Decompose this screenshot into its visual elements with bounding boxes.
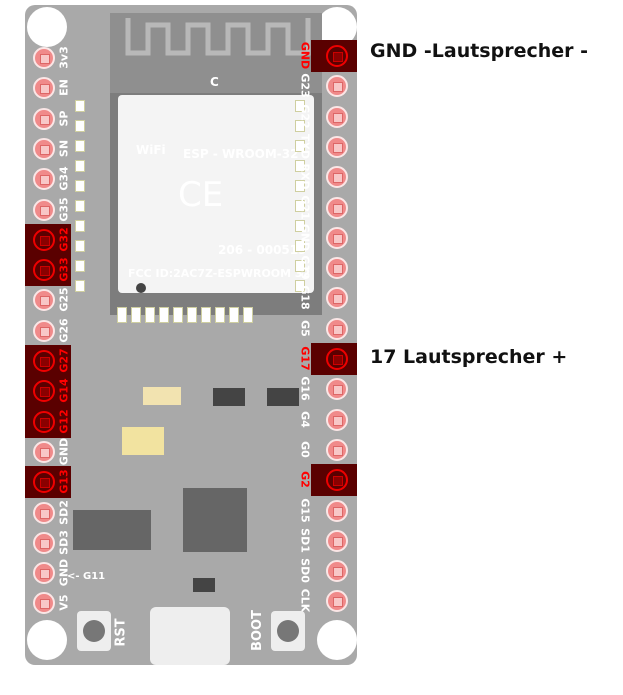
g17-speaker-annotation: 17 Lautsprecher +: [370, 346, 568, 368]
pin-right-txd[interactable]: [326, 135, 348, 158]
pin-right-g5[interactable]: [326, 317, 348, 340]
voltage-regulator: [73, 510, 151, 550]
module-pad: [295, 200, 305, 212]
module-pad: [75, 120, 85, 132]
module-pad: [75, 140, 85, 152]
pin-right-g0[interactable]: [326, 438, 348, 461]
wifi-logo: WiFi: [136, 143, 166, 157]
pin-right-g22[interactable]: [326, 105, 348, 128]
pin-right-gnd[interactable]: [326, 45, 348, 67]
pin-left-g32[interactable]: [33, 228, 55, 251]
transistor: [213, 388, 245, 406]
rst-button[interactable]: [77, 611, 111, 651]
module-pad: [173, 307, 183, 323]
pin-right-g2[interactable]: [326, 469, 348, 492]
gnd-speaker-annotation: GND -Lautsprecher -: [370, 40, 589, 62]
module-fcc: FCC ID:2AC7Z-ESPWROOM 32: [128, 267, 311, 280]
pin-left-en[interactable]: [33, 77, 55, 100]
pin-left-g35[interactable]: [33, 198, 55, 221]
pin-left-g26[interactable]: [33, 319, 55, 342]
pin-left-sn[interactable]: [33, 137, 55, 160]
pin-right-g23[interactable]: [326, 75, 348, 98]
pin-right-g17[interactable]: [326, 348, 348, 370]
pin-left-sp[interactable]: [33, 107, 55, 130]
module-pad: [201, 307, 211, 323]
pin-label: V5: [57, 594, 71, 611]
capacitor: [122, 427, 164, 455]
mount-hole: [317, 620, 357, 660]
pin-right-g18[interactable]: [326, 287, 348, 310]
pin-left-g13[interactable]: [33, 471, 55, 494]
module-cert: 206 - 000519: [218, 243, 307, 257]
module-pad: [75, 160, 85, 172]
mount-hole: [27, 7, 67, 47]
pin-right-gnd[interactable]: [326, 226, 348, 249]
pin-left-g12[interactable]: [33, 410, 55, 433]
module-pad: [243, 307, 253, 323]
module-pad: [75, 180, 85, 192]
boot-button[interactable]: [271, 611, 305, 651]
usb-uart-chip: [183, 488, 247, 552]
pin-right-g19[interactable]: [326, 257, 348, 280]
pin-left-3v3[interactable]: [33, 47, 55, 69]
module-pad: [295, 120, 305, 132]
pin-left-gnd[interactable]: [33, 562, 55, 585]
module-pad: [295, 260, 305, 272]
module-pad: [75, 200, 85, 212]
module-pad: [295, 180, 305, 192]
esp-wroom-module: WiFi ESP - WROOM-32 CE 206 - 000519 FCC …: [118, 95, 314, 293]
pin-left-v5[interactable]: [33, 592, 55, 615]
module-pad: [295, 160, 305, 172]
diode: [193, 578, 215, 592]
module-pad: [295, 100, 305, 112]
pin-left-g33[interactable]: [33, 259, 55, 282]
module-pad: [131, 307, 141, 323]
pin1-dot: [136, 283, 146, 293]
led: [143, 387, 181, 405]
module-pad: [295, 240, 305, 252]
rst-label: RST: [113, 618, 129, 647]
pin-right-sd1[interactable]: [326, 529, 348, 552]
module-pad: [75, 240, 85, 252]
module-pad: [187, 307, 197, 323]
module-pad: [75, 220, 85, 232]
transistor: [267, 388, 299, 406]
pin-right-rxd[interactable]: [326, 166, 348, 189]
module-pad: [295, 220, 305, 232]
module-pad: [159, 307, 169, 323]
antenna-mark: C: [210, 75, 219, 89]
boot-label: BOOT: [249, 610, 265, 651]
module-pad: [295, 140, 305, 152]
usb-port[interactable]: [150, 607, 230, 665]
pin-left-gnd[interactable]: [33, 440, 55, 463]
pin-right-clk[interactable]: [326, 590, 348, 613]
pin-left-g27[interactable]: [33, 350, 55, 372]
pin-left-sd2[interactable]: [33, 501, 55, 524]
pin-left-sd3[interactable]: [33, 531, 55, 554]
ce-mark: CE: [178, 175, 224, 215]
pin-left-g34[interactable]: [33, 168, 55, 191]
pin-right-sd0[interactable]: [326, 560, 348, 583]
pin-left-g14[interactable]: [33, 380, 55, 403]
mount-hole: [27, 620, 67, 660]
pin-right-g15[interactable]: [326, 499, 348, 522]
antenna: C: [110, 13, 322, 93]
module-pad: [215, 307, 225, 323]
module-pad: [75, 100, 85, 112]
module-pad: [295, 280, 305, 292]
pin-right-g16[interactable]: [326, 378, 348, 401]
pin-right-g21[interactable]: [326, 196, 348, 219]
module-pad: [75, 280, 85, 292]
module-pad: [75, 260, 85, 272]
esp32-board: C WiFi ESP - WROOM-32 CE 206 - 000519 FC…: [25, 5, 357, 665]
module-name: ESP - WROOM-32: [183, 147, 299, 161]
module-pad: [117, 307, 127, 323]
pin-right-g4[interactable]: [326, 408, 348, 431]
g11-note: <- G11: [67, 571, 106, 582]
module-pad: [145, 307, 155, 323]
module-pad: [229, 307, 239, 323]
pin-left-g25[interactable]: [33, 289, 55, 312]
